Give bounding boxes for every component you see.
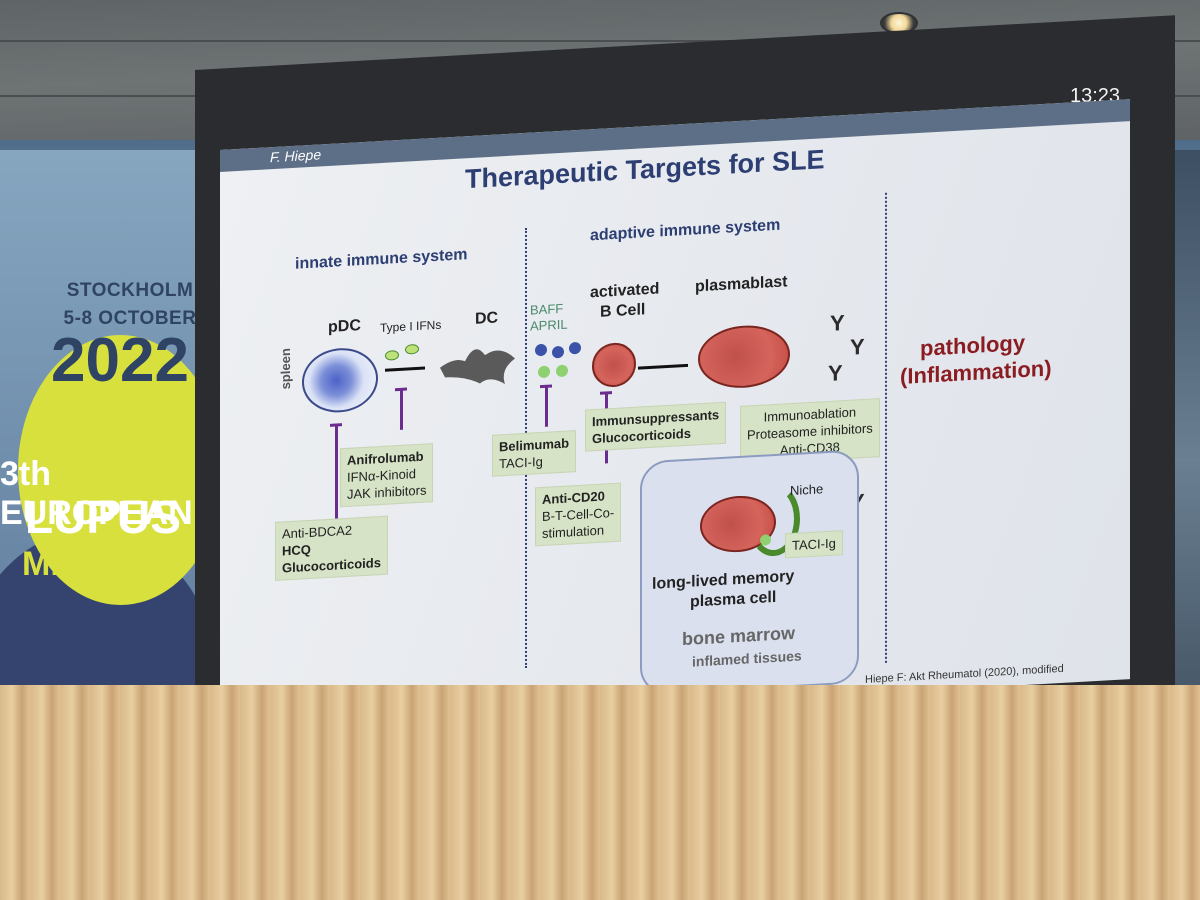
label-pdc: pDC (328, 317, 361, 336)
dc-cell (440, 349, 515, 385)
drug-taci-ig-1: TACI-Ig (499, 453, 543, 472)
inhibition-bar (395, 387, 407, 392)
pdc-cell (302, 346, 378, 415)
arrow-pdc-dc (385, 366, 425, 372)
inhibition-bar (600, 391, 612, 395)
box-ifn-drugs: Anifrolumab IFNα-Kinoid JAK inhibitors (340, 443, 434, 508)
inhibition-line-pdc (335, 425, 338, 521)
box-baff-drugs: Belimumab TACI-Ig (492, 430, 577, 477)
inhibition-line-ifn (400, 389, 403, 430)
inhibition-bar (330, 423, 342, 427)
b-cell (592, 341, 636, 389)
box-pdc-drugs: Anti-BDCA2 HCQ Glucocorticoids (275, 515, 388, 581)
baff-molecule (535, 343, 547, 357)
ifn-molecule (385, 349, 399, 361)
antibody-icon: Y (830, 310, 845, 336)
baff-molecule (569, 341, 581, 355)
ceiling-seam (0, 40, 1200, 42)
label-baff: BAFF (530, 300, 564, 318)
banner-dates: 5-8 OCTOBER (63, 308, 197, 329)
label-innate: innate immune system (295, 246, 468, 273)
label-plasmablast: plasmablast (695, 273, 788, 296)
divider-pathology (885, 192, 887, 663)
arrow-bcell-plasmablast (638, 363, 688, 370)
label-april: APRIL (530, 316, 568, 334)
april-molecule (538, 365, 550, 379)
label-dc: DC (475, 309, 499, 328)
slide-citation: Hiepe F: Akt Rheumatol (2020), modified (865, 662, 1064, 686)
banner-year: 2022 (51, 326, 189, 395)
drug-btcell-line2: stimulation (542, 522, 605, 541)
baff-molecule (552, 345, 564, 359)
banner-line-lupus: LUPUS (25, 491, 181, 543)
box-niche-drug: TACI-Ig (785, 530, 843, 559)
banner-city: STOCKHOLM (66, 280, 194, 301)
box-bcell-drugs: Anti-CD20 B-T-Cell-Co- stimulation (535, 482, 622, 547)
label-adaptive: adaptive immune system (590, 216, 781, 245)
inhibition-bar (540, 384, 552, 389)
drug-jak-inhibitors: JAK inhibitors (347, 482, 427, 502)
ifn-molecule (405, 343, 419, 355)
label-b-cell: B Cell (600, 301, 646, 321)
label-activated: activated (590, 280, 660, 302)
wood-slat-wall (0, 685, 1200, 900)
banner-line-european: 3th EUROPEAN (0, 455, 193, 532)
banner-yellow-circle (18, 335, 223, 605)
box-immunosuppressant-drugs: Immunsuppressants Glucocorticoids (585, 401, 727, 452)
label-spleen: spleen (278, 347, 294, 390)
antibody-icon: Y (828, 360, 843, 387)
label-type1-ifns: Type I IFNs (380, 317, 442, 336)
antibody-icon: Y (850, 333, 865, 360)
banner-line-meeting: MEETING (22, 545, 177, 583)
slide: F. Hiepe Therapeutic Targets for SLE inn… (220, 99, 1130, 730)
slide-author: F. Hiepe (270, 146, 322, 166)
label-niche: Niche (790, 481, 824, 499)
inhibition-line-baff (545, 386, 548, 427)
drug-taci-ig-2: TACI-Ig (792, 535, 836, 554)
april-molecule (556, 364, 568, 378)
plasmablast-cell (698, 323, 790, 391)
